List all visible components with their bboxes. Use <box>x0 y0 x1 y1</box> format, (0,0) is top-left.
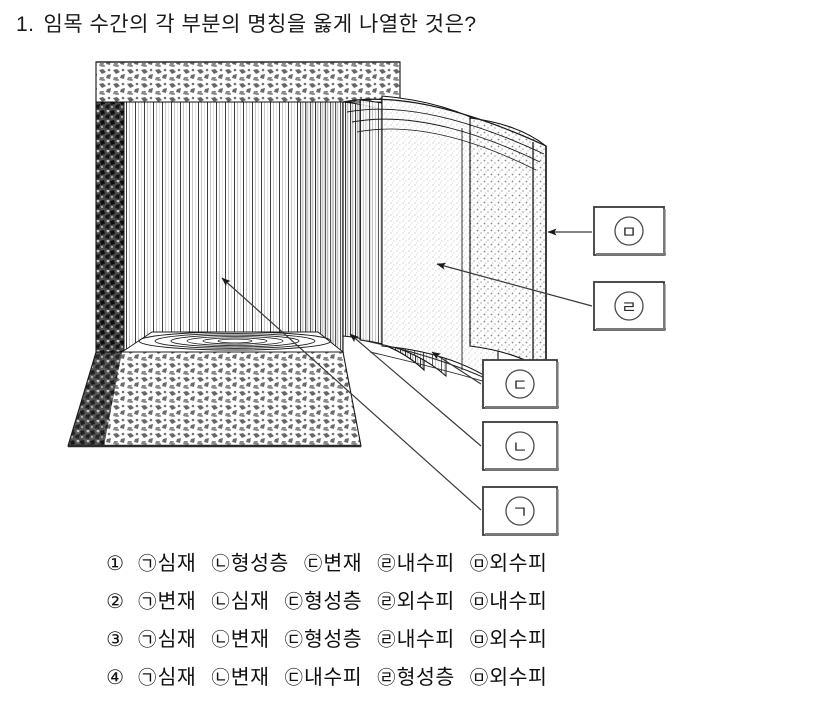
answer-choice-1[interactable]: ① ㉠심재 ㉡형성층 ㉢변재 ㉣내수피 ㉤외수피 <box>0 545 826 583</box>
answer-item-mark: ㉠ <box>138 629 157 650</box>
growth-rings <box>120 331 345 353</box>
answer-item-word: 변재 <box>323 552 363 575</box>
answer-item-mark: ㉣ <box>377 667 396 688</box>
answer-choice-item: ㉢내수피 <box>285 659 363 697</box>
trunk-left-bark-strip <box>95 61 125 353</box>
trunk-top-cut-surface <box>95 61 401 103</box>
answer-item-mark: ㉢ <box>303 553 323 574</box>
label-box-sapwood[interactable]: ㄴ <box>482 421 559 471</box>
peeled-sheet-top-edges <box>342 98 547 171</box>
label-box-cambium[interactable]: ㄷ <box>482 359 559 409</box>
answer-item-word: 변재 <box>230 666 270 689</box>
answer-choice-2[interactable]: ② ㉠변재 ㉡심재 ㉢형성층 ㉣외수피 ㉤내수피 <box>0 583 826 621</box>
answer-item-mark: ㉡ <box>211 667 230 688</box>
answer-choice-item: ㉢형성층 <box>285 621 363 659</box>
answer-item-word: 내수피 <box>396 628 455 651</box>
answer-choice-item: ㉣외수피 <box>377 583 455 621</box>
answer-choice-item: ㉡변재 <box>211 659 269 697</box>
answer-item-word: 형성층 <box>230 552 289 575</box>
answer-item-word: 심재 <box>230 590 270 613</box>
leader-line-heartwood <box>221 277 482 511</box>
answer-choice-number: ③ <box>106 629 124 651</box>
label-box-heartwood[interactable]: ㄱ <box>482 486 559 536</box>
answer-item-mark: ㉠ <box>138 667 157 688</box>
answer-item-word: 심재 <box>157 552 197 575</box>
answer-item-mark: ㉠ <box>138 553 157 574</box>
answer-choice-3[interactable]: ③ ㉠심재 ㉡변재 ㉢형성층 ㉣내수피 ㉤외수피 <box>0 621 826 659</box>
answer-item-word: 변재 <box>157 590 197 613</box>
answer-item-word: 외수피 <box>489 552 548 575</box>
leader-line-inner-bark <box>436 262 593 307</box>
answer-choice-item: ㉤외수피 <box>470 621 548 659</box>
answer-item-word: 내수피 <box>489 590 548 613</box>
answer-item-mark: ㉡ <box>211 553 230 574</box>
answer-item-mark: ㉡ <box>211 629 230 650</box>
answer-item-mark: ㉣ <box>377 553 396 574</box>
answer-item-word: 내수피 <box>304 666 363 689</box>
answer-item-mark: ㉢ <box>284 667 304 688</box>
answer-item-mark: ㉢ <box>284 629 304 650</box>
answer-choice-number: ② <box>106 591 124 613</box>
answer-choice-item: ㉠심재 <box>138 545 196 583</box>
answer-choice-item: ㉡형성층 <box>211 545 289 583</box>
answer-item-word: 심재 <box>157 666 197 689</box>
answer-choice-item: ㉣내수피 <box>377 621 455 659</box>
answer-item-word: 형성층 <box>396 666 455 689</box>
answer-choice-item: ㉠변재 <box>138 583 196 621</box>
answer-choice-item: ㉡변재 <box>211 621 269 659</box>
answer-choice-item: ㉤외수피 <box>470 545 548 583</box>
answer-item-word: 내수피 <box>396 552 455 575</box>
answer-choice-item: ㉣내수피 <box>377 545 455 583</box>
answer-choice-item: ㉤외수피 <box>470 659 548 697</box>
answer-item-word: 형성층 <box>304 590 363 613</box>
label-mark-outer-bark: ㅁ <box>621 223 637 242</box>
answer-item-mark: ㉤ <box>469 591 489 612</box>
answer-choice-item: ㉠심재 <box>138 621 196 659</box>
answer-item-mark: ㉤ <box>469 553 489 574</box>
leader-line-sapwood <box>349 333 482 447</box>
answer-item-word: 외수피 <box>396 590 455 613</box>
answer-item-mark: ㉣ <box>377 591 396 612</box>
answer-choice-number: ① <box>106 553 124 575</box>
answer-choice-number: ④ <box>106 667 124 689</box>
label-box-inner-bark[interactable]: ㄹ <box>593 281 666 331</box>
answer-item-mark: ㉠ <box>138 591 157 612</box>
answer-item-mark: ㉢ <box>284 591 304 612</box>
trunk-base-bark <box>67 351 362 448</box>
answer-choice-item: ㉢형성층 <box>285 583 363 621</box>
answer-choice-item: ㉢변재 <box>304 545 362 583</box>
answer-item-word: 변재 <box>230 628 270 651</box>
label-box-outer-bark[interactable]: ㅁ <box>593 206 666 256</box>
answer-item-word: 심재 <box>157 628 197 651</box>
trunk-wood-column <box>95 101 344 353</box>
answer-choice-4[interactable]: ④ ㉠심재 ㉡변재 ㉢내수피 ㉣형성층 ㉤외수피 <box>0 659 826 697</box>
answer-item-mark: ㉤ <box>469 667 489 688</box>
answer-item-mark: ㉡ <box>211 591 230 612</box>
label-mark-inner-bark: ㄹ <box>621 298 637 317</box>
answer-choice-item: ㉣형성층 <box>377 659 455 697</box>
answer-item-mark: ㉣ <box>377 629 396 650</box>
answer-item-mark: ㉤ <box>469 629 489 650</box>
question-text: 임목 수간의 각 부분의 명칭을 옳게 나열한 것은? <box>43 13 477 36</box>
leader-line-cambium <box>431 351 482 385</box>
answer-item-word: 외수피 <box>489 666 548 689</box>
answer-choice-item: ㉡심재 <box>211 583 269 621</box>
label-mark-sapwood: ㄴ <box>512 438 528 457</box>
tree-trunk-illustration: ㅁ ㄹ ㄷ <box>67 61 666 536</box>
answer-choice-item: ㉤내수피 <box>470 583 548 621</box>
tree-trunk-diagram: ㅁ ㄹ ㄷ <box>0 40 826 540</box>
peeled-outer-bark-sheet <box>469 117 547 374</box>
answer-item-word: 외수피 <box>489 628 548 651</box>
page-title: 1. 임목 수간의 각 부분의 명칭을 옳게 나열한 것은? <box>16 8 477 38</box>
answer-choice-item: ㉠심재 <box>138 659 196 697</box>
answer-item-word: 형성층 <box>304 628 363 651</box>
label-mark-heartwood: ㄱ <box>512 503 528 522</box>
question-number: 1. <box>16 13 35 36</box>
label-mark-cambium: ㄷ <box>512 376 528 395</box>
